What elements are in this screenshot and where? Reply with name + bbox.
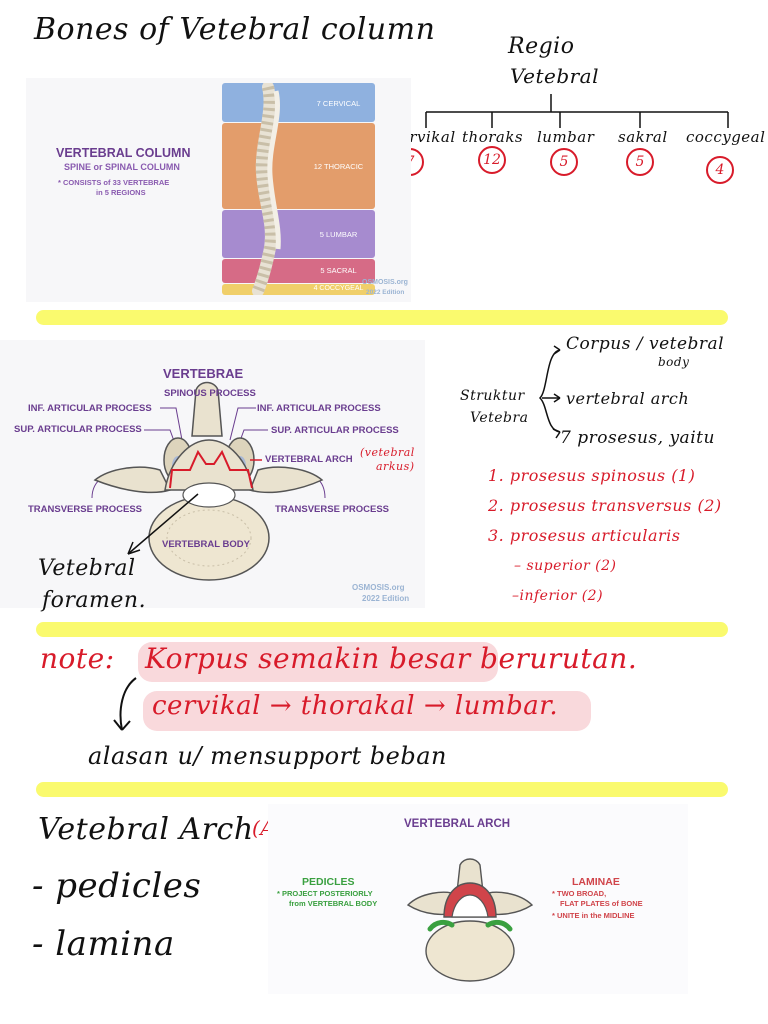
spine-illustration (252, 83, 281, 295)
vertebra-illustration (91, 381, 326, 581)
struktur-label-2: Vetebra (470, 410, 529, 426)
divider-1 (36, 310, 728, 325)
label-sup-articular-right: SUP. ARTICULAR PROCESS (271, 425, 399, 436)
laminae-note-3: * UNITE in the MIDLINE (552, 911, 635, 920)
struktur-brace (538, 345, 561, 439)
note-line-2: cervikal → thorakal → lumbar. (152, 691, 559, 721)
prosesus-item-1: 1. prosesus spinosus (1) (488, 466, 696, 485)
label-arch-note-2: arkus) (376, 460, 415, 473)
label-sup-articular-left: SUP. ARTICULAR PROCESS (14, 424, 142, 435)
figure1-note-2: in 5 REGIONS (96, 188, 146, 197)
label-vertebral-body: VERTEBRAL BODY (162, 539, 250, 550)
struktur-label-1: Struktur (460, 388, 525, 404)
osmosis-watermark-2b: 2022 Edition (362, 594, 410, 603)
label-spinous-process: SPINOUS PROCESS (164, 388, 256, 399)
segment-lumbar (222, 210, 375, 258)
figure2-title: VERTEBRAE (163, 366, 244, 381)
prosesus-item-3b: –inferior (2) (512, 588, 604, 604)
prosesus-item-3: 3. prosesus articularis (488, 526, 681, 545)
divider-3 (36, 782, 728, 797)
label-inf-articular-left: INF. ARTICULAR PROCESS (28, 403, 152, 414)
segment-label-cervical: 7 CERVICAL (316, 99, 361, 108)
note-reason: alasan u/ mensupport beban (88, 742, 447, 770)
osmosis-watermark-1: OSMOSIS.org (362, 279, 408, 286)
struktur-arch: vertebral arch (566, 389, 690, 408)
segment-sacral (222, 259, 375, 283)
note-line-1: Korpus semakin besar berurutan. (145, 642, 638, 675)
count-lumbar: 5 (550, 148, 578, 176)
note-highlight-1 (138, 642, 498, 682)
divider-2 (36, 622, 728, 637)
arch-illustration (406, 858, 534, 982)
vertebral-foramen-label-1: Vetebral (38, 556, 136, 581)
label-transverse-right: TRANSVERSE PROCESS (275, 504, 390, 515)
branch-lumbar: lumbar (537, 128, 595, 146)
laminae-title: LAMINAE (572, 876, 620, 888)
branch-sakral: sakral (618, 128, 668, 146)
pedicles-note-2: from VERTEBRAL BODY (289, 899, 378, 908)
figure1-note-1: * CONSISTS of 33 VERTEBRAE (58, 178, 170, 187)
label-transverse-left: TRANSVERSE PROCESS (28, 504, 143, 515)
osmosis-watermark-1b: 2022 Edition (366, 289, 405, 296)
segment-thoracic (222, 123, 375, 209)
regio-branch-lines (425, 94, 729, 128)
count-thoraks: 12 (478, 146, 506, 174)
branch-coccygeal: coccygeal (686, 128, 766, 146)
segment-coccygeal (222, 284, 375, 295)
label-inf-articular-right: INF. ARTICULAR PROCESS (257, 403, 381, 414)
regio-subtitle: Vetebral (510, 64, 599, 88)
struktur-prosesus: 7 prosesus, yaitu (560, 428, 715, 448)
segment-label-thoracic: 12 THORACIC (313, 162, 364, 171)
note-arrow (113, 677, 137, 731)
struktur-corpus-body: body (658, 355, 690, 369)
arch-item-pedicles: - pedicles (32, 866, 202, 906)
label-vertebral-arch: VERTEBRAL ARCH (265, 454, 353, 465)
segment-label-sacral: 5 SACRAL (320, 266, 357, 275)
label-arch-note-1: (vetebral (360, 446, 415, 459)
arch-item-lamina: - lamina (32, 924, 175, 964)
note-highlight-2 (143, 691, 591, 731)
arch-figure-title: VERTEBRAL ARCH (404, 818, 511, 830)
figure1-subtitle: SPINE or SPINAL COLUMN (64, 162, 180, 172)
segment-cervical (222, 83, 375, 122)
prosesus-item-2: 2. prosesus transversus (2) (488, 496, 722, 515)
branch-thoraks: thoraks (462, 128, 524, 146)
prosesus-item-3a: – superior (2) (514, 558, 617, 574)
laminae-note-1: * TWO BROAD, (552, 889, 607, 898)
osmosis-watermark-2: OSMOSIS.org (352, 583, 405, 592)
count-coccygeal: 4 (706, 156, 734, 184)
page-title: Bones of Vetebral column (34, 12, 436, 47)
note-label: note: (40, 642, 115, 675)
segment-label-lumbar: 5 LUMBAR (319, 230, 358, 239)
segment-label-coccygeal: 4 COCCYGEAL (313, 285, 364, 292)
pedicles-note-1: * PROJECT POSTERIORLY (277, 889, 373, 898)
laminae-note-2: FLAT PLATES of BONE (560, 899, 643, 908)
regio-title: Regio (508, 34, 575, 59)
vertebral-foramen-label-2: foramen. (42, 588, 147, 613)
figure1-title: VERTEBRAL COLUMN (56, 146, 191, 160)
pedicles-title: PEDICLES (302, 876, 355, 888)
arch-heading: Vetebral Arch (38, 812, 254, 847)
struktur-corpus: Corpus / vetebral (566, 334, 725, 354)
count-sakral: 5 (626, 148, 654, 176)
